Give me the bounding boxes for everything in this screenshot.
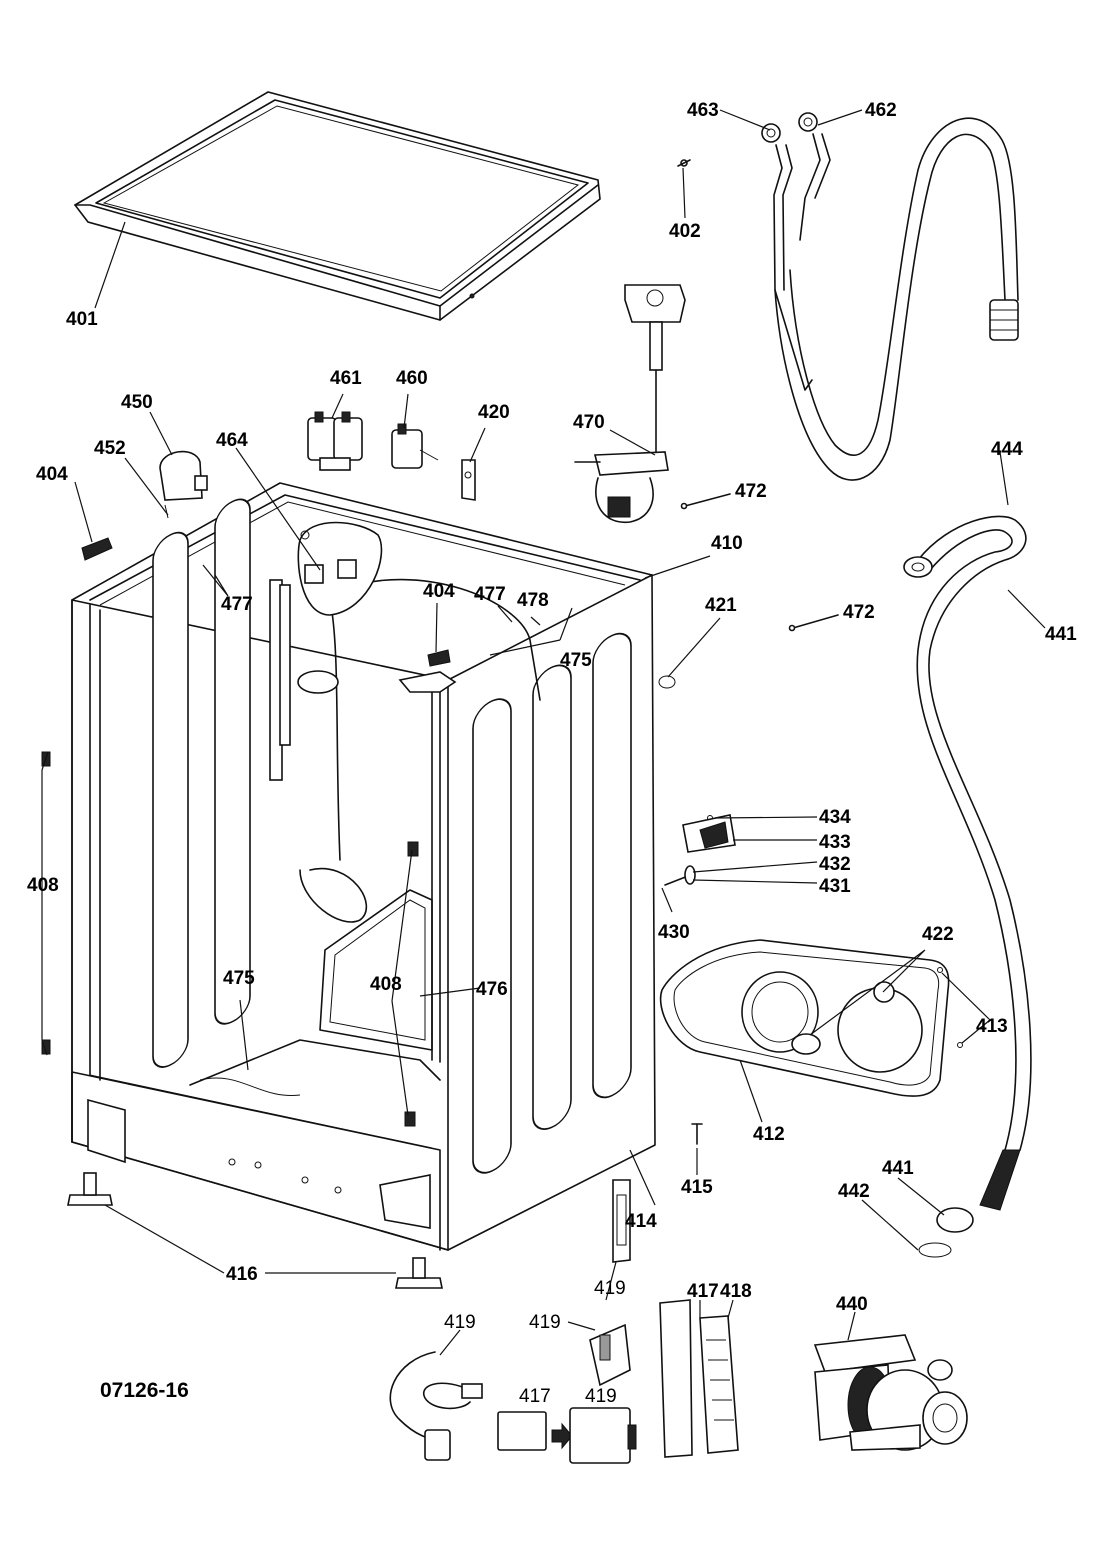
label-412: 412 (753, 1124, 785, 1145)
label-478: 478 (517, 590, 549, 611)
top-lid-part (73, 91, 601, 321)
heater-assembly-part (664, 814, 736, 886)
screw-part (691, 1123, 703, 1145)
label-477-b: 477 (474, 584, 506, 605)
label-440: 440 (836, 1294, 868, 1315)
drain-hose-part (903, 515, 1032, 1233)
hose-clamp-part (658, 675, 676, 689)
label-430: 430 (658, 922, 690, 943)
label-464: 464 (216, 430, 248, 451)
label-413: 413 (976, 1016, 1008, 1037)
label-461: 461 (330, 368, 362, 389)
label-417-b: 417 (519, 1386, 551, 1407)
label-419-c: 419 (529, 1312, 561, 1333)
label-415: 415 (681, 1177, 713, 1198)
label-462: 462 (865, 100, 897, 121)
hose-bracket-part (461, 459, 476, 501)
label-401: 401 (66, 309, 98, 330)
label-476: 476 (476, 979, 508, 1000)
screw-part (677, 159, 691, 167)
label-422: 422 (922, 924, 954, 945)
label-450: 450 (121, 392, 153, 413)
drain-pump-part (813, 1334, 968, 1451)
adjustable-foot-part (67, 1172, 443, 1289)
label-421: 421 (705, 595, 737, 616)
label-419-a: 419 (594, 1278, 626, 1299)
leader-lines (41, 109, 1046, 1356)
label-441-b: 441 (882, 1158, 914, 1179)
label-442: 442 (838, 1181, 870, 1202)
label-441-a: 441 (1045, 624, 1077, 645)
label-477-a: 477 (221, 594, 253, 615)
label-432: 432 (819, 854, 851, 875)
label-475-a: 475 (560, 650, 592, 671)
label-475-b: 475 (223, 968, 255, 989)
label-420: 420 (478, 402, 510, 423)
label-408-b: 408 (370, 974, 402, 995)
hose-clamp-part (918, 1242, 952, 1258)
cable-part (389, 1351, 483, 1461)
label-433: 433 (819, 832, 851, 853)
label-444: 444 (991, 439, 1023, 460)
label-472-b: 472 (843, 602, 875, 623)
label-470: 470 (573, 412, 605, 433)
label-417-a: 417 (687, 1281, 719, 1302)
inlet-hoses-part (761, 112, 1019, 481)
clip-part (81, 537, 451, 667)
label-463: 463 (687, 100, 719, 121)
electronic-module-part (497, 1179, 739, 1464)
label-460: 460 (396, 368, 428, 389)
pressure-switch-part (159, 450, 208, 519)
label-452: 452 (94, 438, 126, 459)
label-419-d: 419 (585, 1386, 617, 1407)
label-414: 414 (625, 1211, 657, 1232)
label-416: 416 (226, 1264, 258, 1285)
label-402: 402 (669, 221, 701, 242)
label-419-b: 419 (444, 1312, 476, 1333)
label-404-a: 404 (36, 464, 68, 485)
part-number-labels: 401 402 463 462 404 452 450 464 461 460 … (27, 100, 1077, 1407)
label-434: 434 (819, 807, 851, 828)
label-472-a: 472 (735, 481, 767, 502)
diagram-code: 07126-16 (100, 1379, 189, 1402)
water-valve-part (307, 411, 439, 471)
label-410: 410 (711, 533, 743, 554)
power-cord-part (574, 284, 686, 523)
label-418: 418 (720, 1281, 752, 1302)
label-408-a: 408 (27, 875, 59, 896)
screw-part (680, 493, 839, 632)
label-431: 431 (819, 876, 851, 897)
label-404-b: 404 (423, 581, 455, 602)
rear-cover-part (659, 939, 963, 1097)
cabinet-frame-part (71, 482, 656, 1251)
